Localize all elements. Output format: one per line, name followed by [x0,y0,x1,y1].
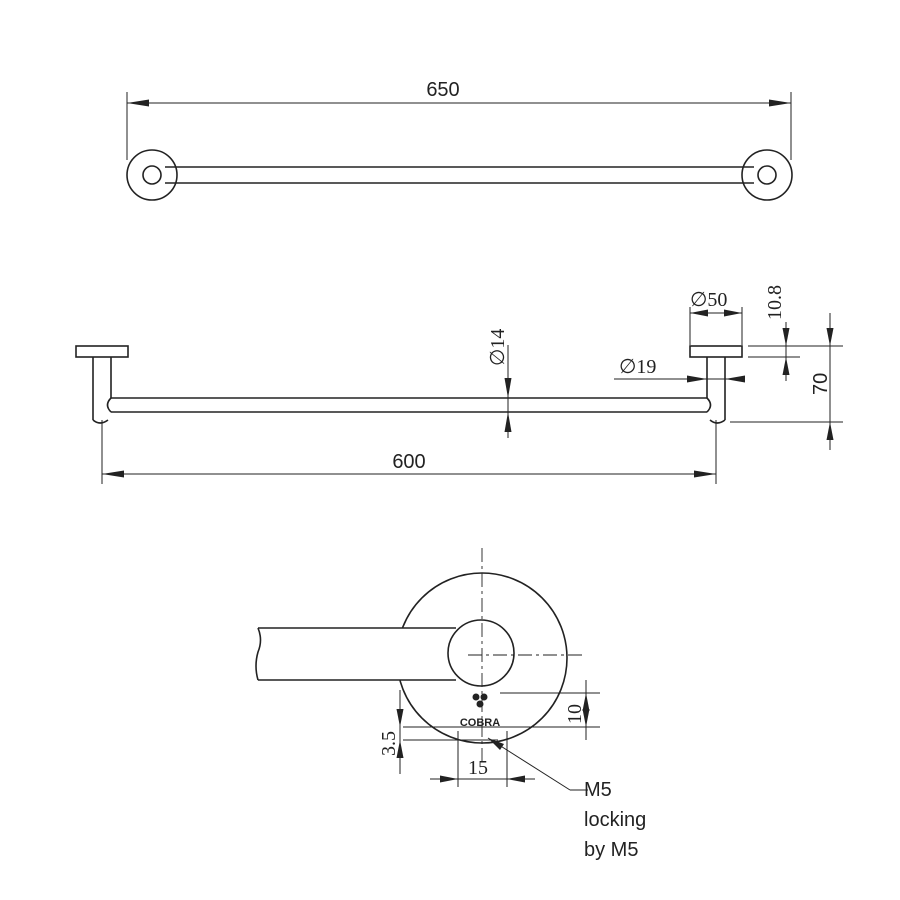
arrowhead [687,375,707,383]
dimension-label-thickness: 10.8 [764,285,786,320]
arrowhead [127,99,149,107]
front-view: 600 ∅14 ∅19 ∅50 10.8 70 [75,285,843,484]
arrowhead [826,328,834,346]
arrowhead [582,693,590,711]
arrowhead [690,309,708,317]
arrowhead [769,99,791,107]
arrowhead [396,740,404,758]
bar-break-line [255,627,262,681]
right-post-end [709,419,726,424]
arrowhead [725,375,745,383]
dimension-label-post-diameter: ∅19 [619,356,656,378]
arrowhead [782,357,790,375]
dimension-label-3-5: 3.5 [378,731,400,756]
arrowhead [504,412,512,432]
dimension-label-projection: 70 [810,373,832,395]
detail-view: COBRA 10 3.5 15 M5 locking by M5 [255,548,646,861]
dimension-label-10: 10 [564,704,586,724]
dimension-label-650: 650 [426,79,459,101]
callout-locking: locking [584,809,646,831]
left-post-end [92,419,109,424]
arrowhead [504,378,512,398]
arrowhead [582,709,590,727]
arrowhead [507,775,525,783]
right-post [757,165,777,185]
left-rosette-side [75,345,129,358]
left-post [142,165,162,185]
callout-m5: M5 [584,779,612,801]
arrowhead [826,422,834,440]
right-rosette [741,149,793,201]
arrowhead [102,470,124,478]
right-rosette-side [689,345,743,358]
bar-end-right [706,397,712,413]
dimension-label-15: 15 [468,757,488,779]
dimension-label-bar-diameter: ∅14 [487,329,509,366]
arrowhead [488,738,504,750]
dimension-label-rosette-diameter: ∅50 [690,289,727,311]
cobra-logo-icon: COBRA [460,693,500,729]
logo-text: COBRA [460,717,500,729]
dimension-label-600: 600 [392,451,425,473]
callout-by-m5: by M5 [584,839,638,861]
top-view: 650 [126,79,793,201]
arrowhead [724,309,742,317]
bar-end-left [106,397,112,413]
arrowhead [440,775,458,783]
arrowhead [782,328,790,346]
arrowhead [396,709,404,727]
arrowhead [694,470,716,478]
bar-fill [258,628,466,680]
left-rosette [126,149,178,201]
post-circle [447,619,515,687]
